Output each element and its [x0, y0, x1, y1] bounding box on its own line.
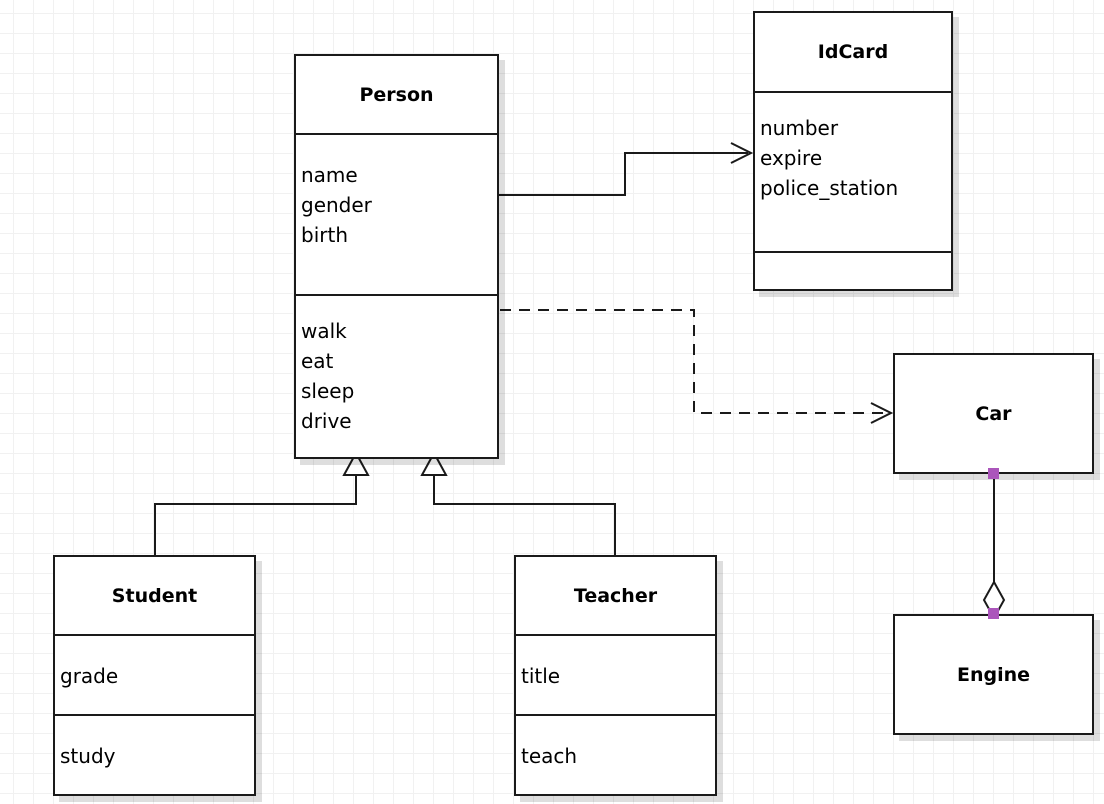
class-box-person[interactable]: Person name gender birth walk eat sleep … [294, 54, 499, 459]
attribute-item: gender [301, 193, 372, 217]
method-item: walk [301, 319, 347, 343]
class-methods-idcard [755, 251, 951, 291]
class-attributes-teacher: title [516, 634, 715, 714]
class-title-person: Person [359, 83, 434, 106]
class-box-teacher[interactable]: Teacher title teach [514, 555, 717, 796]
class-box-car[interactable]: Car [893, 353, 1094, 474]
class-box-idcard[interactable]: IdCard number expire police_station [753, 11, 953, 291]
attribute-item: birth [301, 223, 348, 247]
attribute-item: name [301, 163, 358, 187]
association-person-idcard[interactable] [497, 142, 754, 196]
class-title-teacher: Teacher [573, 584, 658, 607]
attribute-item: number [760, 116, 839, 140]
class-title-engine: Engine [956, 663, 1031, 686]
class-box-student[interactable]: Student grade study [53, 555, 256, 796]
generalization-teacher-person[interactable] [420, 450, 616, 557]
aggregation-car-engine[interactable] [982, 474, 1006, 621]
dependency-person-car[interactable] [500, 309, 894, 424]
edge-handle-car-end[interactable] [988, 468, 999, 479]
class-title-idcard: IdCard [817, 41, 889, 63]
class-attributes-idcard: number expire police_station [755, 91, 951, 251]
class-attributes-student: grade [55, 634, 254, 714]
attribute-item: title [521, 664, 561, 688]
method-item: drive [301, 409, 352, 433]
method-item: eat [301, 349, 334, 373]
class-methods-person: walk eat sleep drive [296, 294, 497, 457]
class-title-car: Car [975, 402, 1012, 425]
attribute-item: police_station [760, 176, 899, 200]
class-methods-teacher: teach [516, 714, 715, 796]
class-box-engine[interactable]: Engine [893, 614, 1094, 735]
generalization-student-person[interactable] [154, 450, 370, 557]
method-item: sleep [301, 379, 355, 403]
class-attributes-person: name gender birth [296, 133, 497, 294]
attribute-item: grade [60, 664, 119, 688]
class-methods-student: study [55, 714, 254, 796]
method-item: study [60, 744, 116, 768]
class-title-student: Student [111, 584, 198, 607]
edge-handle-engine-end[interactable] [988, 608, 999, 619]
method-item: teach [521, 744, 578, 768]
attribute-item: expire [760, 146, 823, 170]
